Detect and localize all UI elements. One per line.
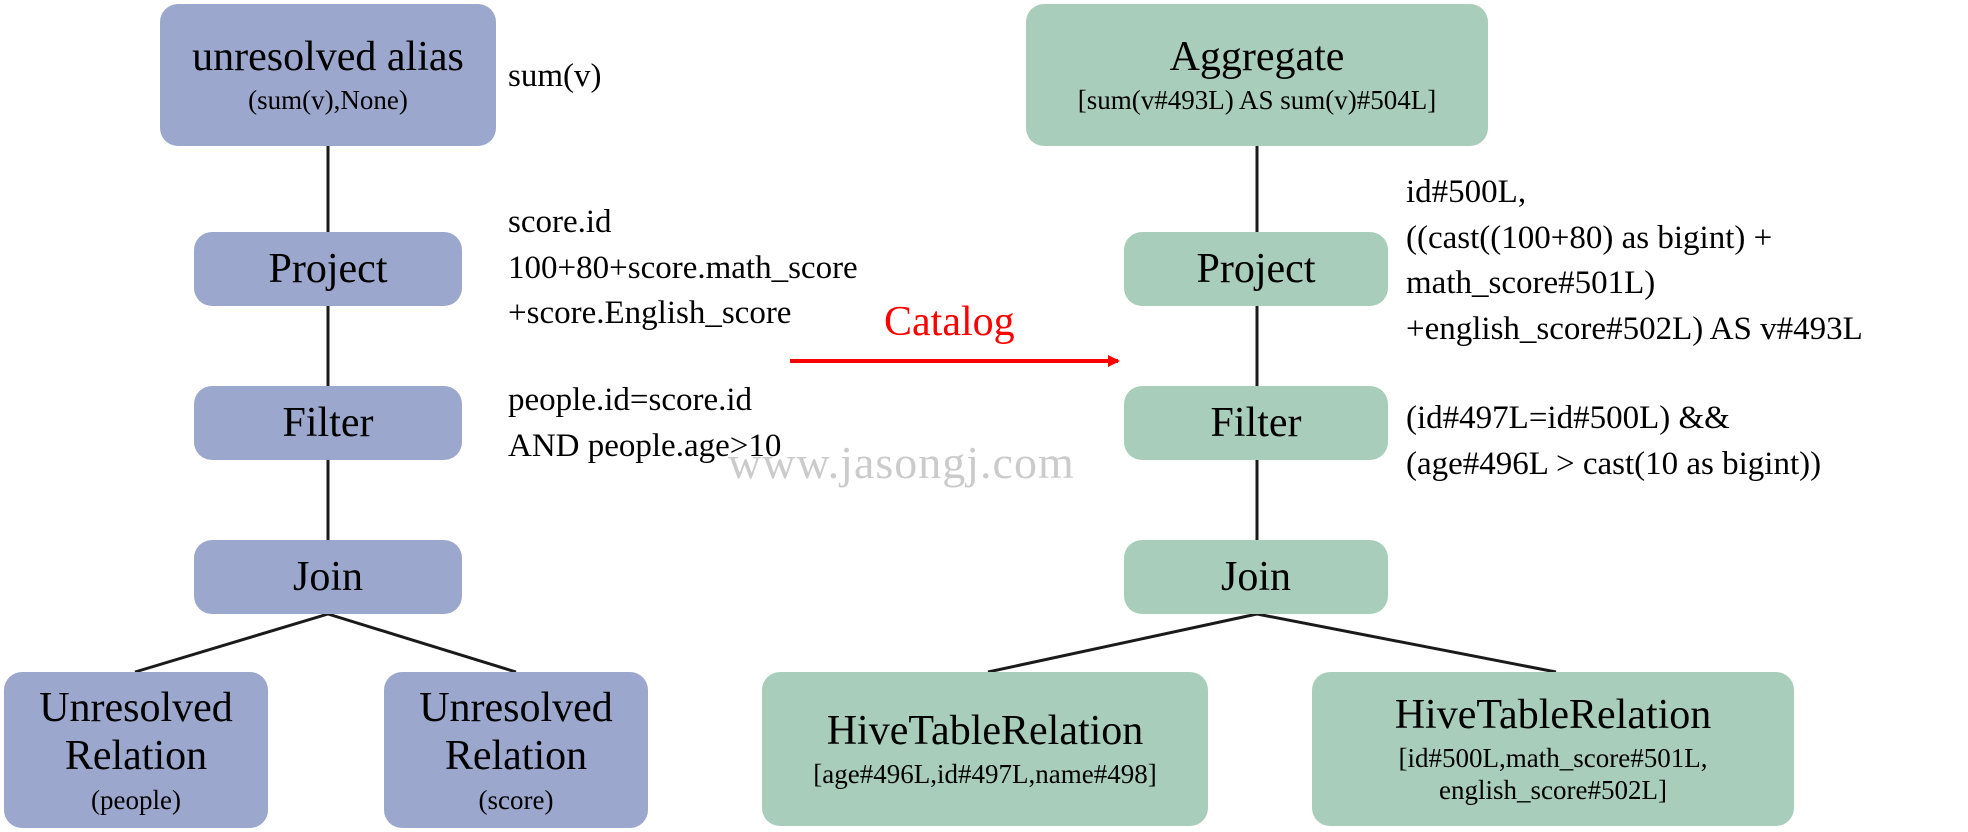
node-project-resolved: Project [1124, 232, 1388, 306]
node-sublabel: (people) [91, 785, 181, 816]
node-join-unresolved: Join [194, 540, 462, 614]
node-project-unresolved: Project [194, 232, 462, 306]
node-label: Join [292, 553, 363, 600]
node-aggregate: Aggregate [sum(v#493L) AS sum(v)#504L] [1026, 4, 1488, 146]
edge-join-score [327, 612, 517, 674]
node-label: Join [1220, 553, 1291, 600]
node-sublabel: [age#496L,id#497L,name#498] [813, 758, 1157, 789]
annotation-project-resolved: id#500L, ((cast((100+80) as bigint) + ma… [1406, 174, 1863, 347]
node-label: HiveTableRelation [1394, 691, 1712, 738]
node-unresolved-alias: unresolved alias (sum(v),None) [160, 4, 496, 146]
node-label: Project [1196, 245, 1316, 292]
node-sublabel: [id#500L,math_score#501L, english_score#… [1398, 742, 1708, 806]
node-sublabel: [sum(v#493L) AS sum(v)#504L] [1077, 84, 1437, 115]
edge-join-people [134, 612, 329, 674]
node-label: unresolved alias [192, 33, 464, 80]
node-label: HiveTableRelation [826, 707, 1144, 754]
annotation-alias: sum(v) [508, 58, 602, 94]
node-sublabel: (sum(v),None) [248, 84, 408, 115]
node-unresolved-relation-people: Unresolved Relation (people) [4, 672, 268, 828]
node-label: Aggregate [1169, 33, 1345, 80]
node-label: Filter [282, 399, 374, 446]
annotation-project: score.id 100+80+score.math_score +score.… [508, 204, 858, 332]
annotation-filter: people.id=score.id AND people.age>10 [508, 382, 782, 464]
node-label: Project [268, 245, 388, 292]
watermark: www.jasongj.com [728, 437, 1075, 488]
node-sublabel: (score) [478, 785, 554, 816]
node-unresolved-relation-score: Unresolved Relation (score) [384, 672, 648, 828]
node-label: Filter [1210, 399, 1302, 446]
node-hive-relation-score: HiveTableRelation [id#500L,math_score#50… [1312, 672, 1794, 826]
node-filter-resolved: Filter [1124, 386, 1388, 460]
node-filter-unresolved: Filter [194, 386, 462, 460]
edge-join-hive-people [987, 612, 1258, 674]
annotation-filter-resolved: (id#497L=id#500L) && (age#496L > cast(10… [1406, 400, 1822, 482]
node-hive-relation-people: HiveTableRelation [age#496L,id#497L,name… [762, 672, 1208, 826]
edge-join-hive-score [1256, 612, 1557, 674]
node-join-resolved: Join [1124, 540, 1388, 614]
node-label: Unresolved Relation [419, 684, 613, 779]
catalog-label: Catalog [884, 299, 1015, 345]
node-label: Unresolved Relation [39, 684, 233, 779]
